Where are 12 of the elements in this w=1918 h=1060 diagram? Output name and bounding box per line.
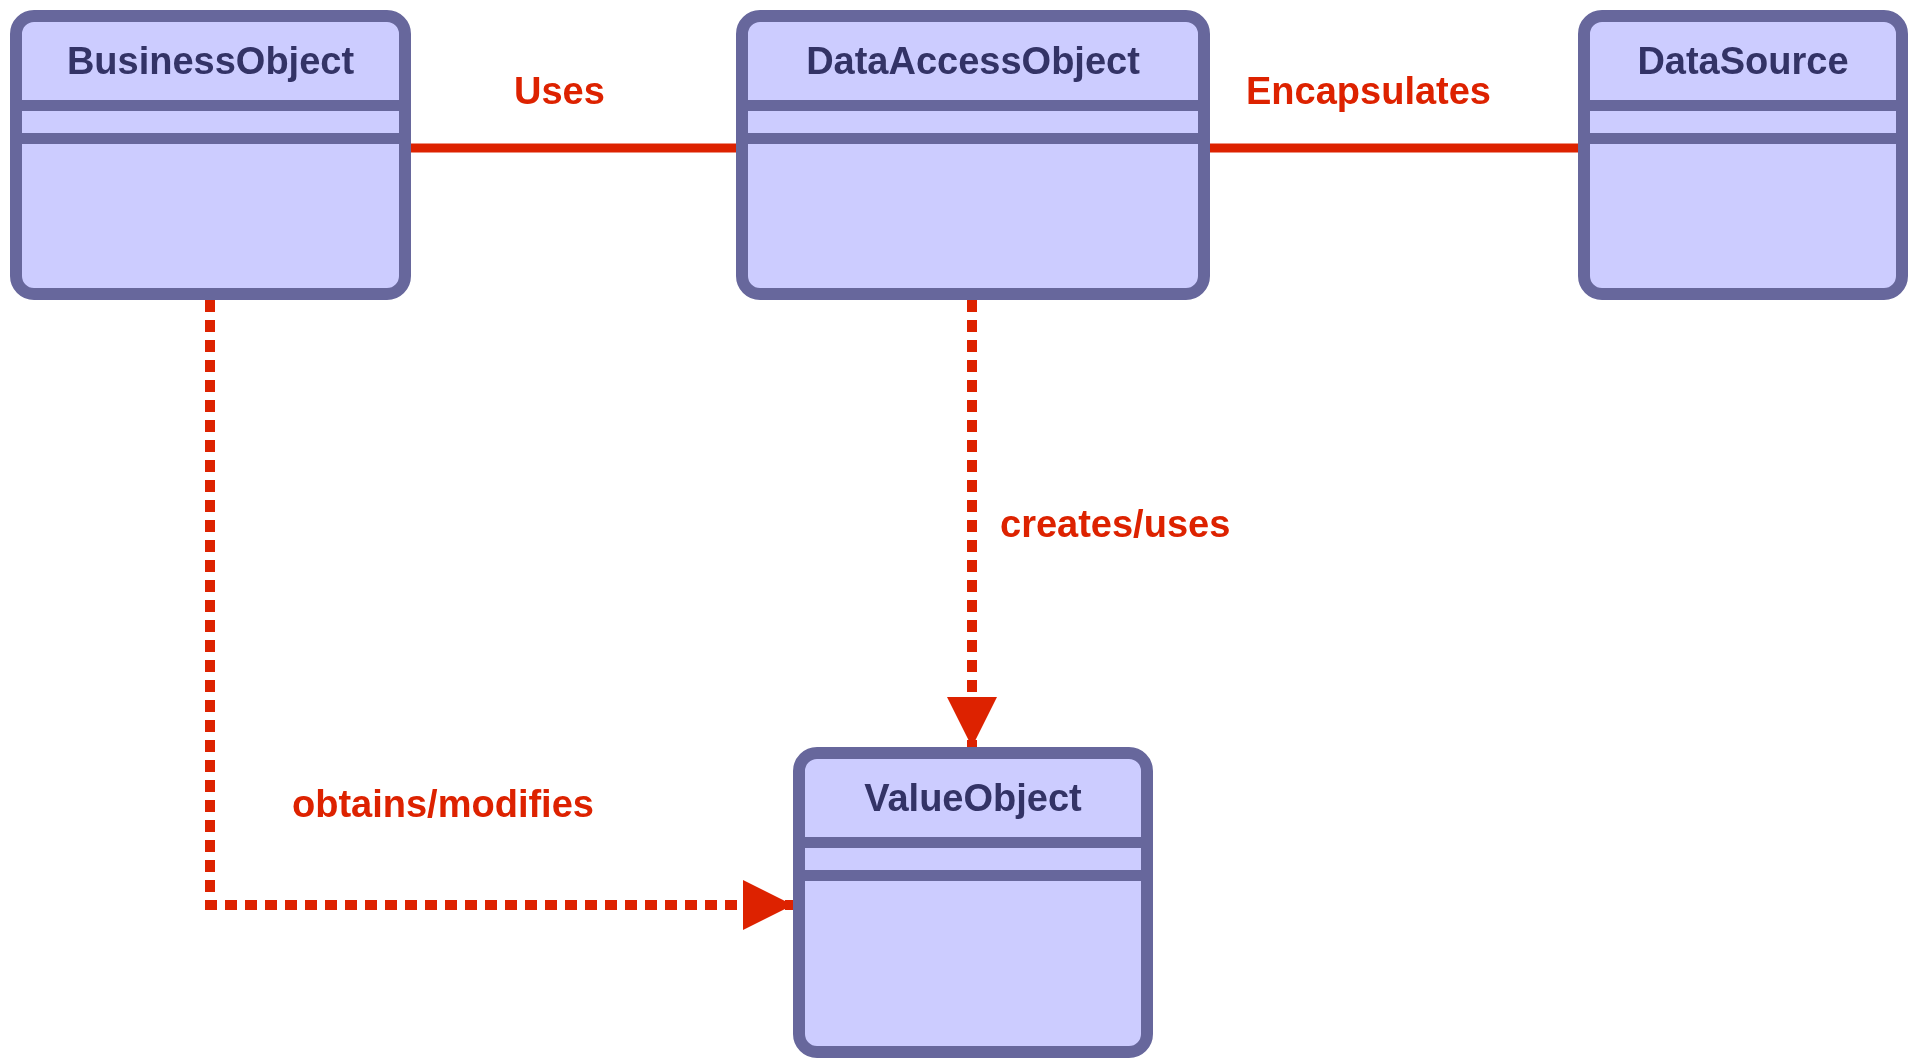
dependency-arrow	[205, 300, 793, 930]
class-name: ValueObject	[863, 775, 1083, 821]
class-box	[1578, 10, 1908, 300]
association-line	[1210, 143, 1578, 153]
dependency-arrow	[947, 300, 997, 747]
class-name: DataSource	[1636, 38, 1850, 84]
class-box	[793, 747, 1153, 1058]
class-box	[10, 10, 411, 300]
association-line	[411, 143, 736, 153]
class-box	[736, 10, 1210, 300]
class-name: BusinessObject	[65, 38, 356, 84]
class-name: DataAccessObject	[805, 38, 1141, 84]
